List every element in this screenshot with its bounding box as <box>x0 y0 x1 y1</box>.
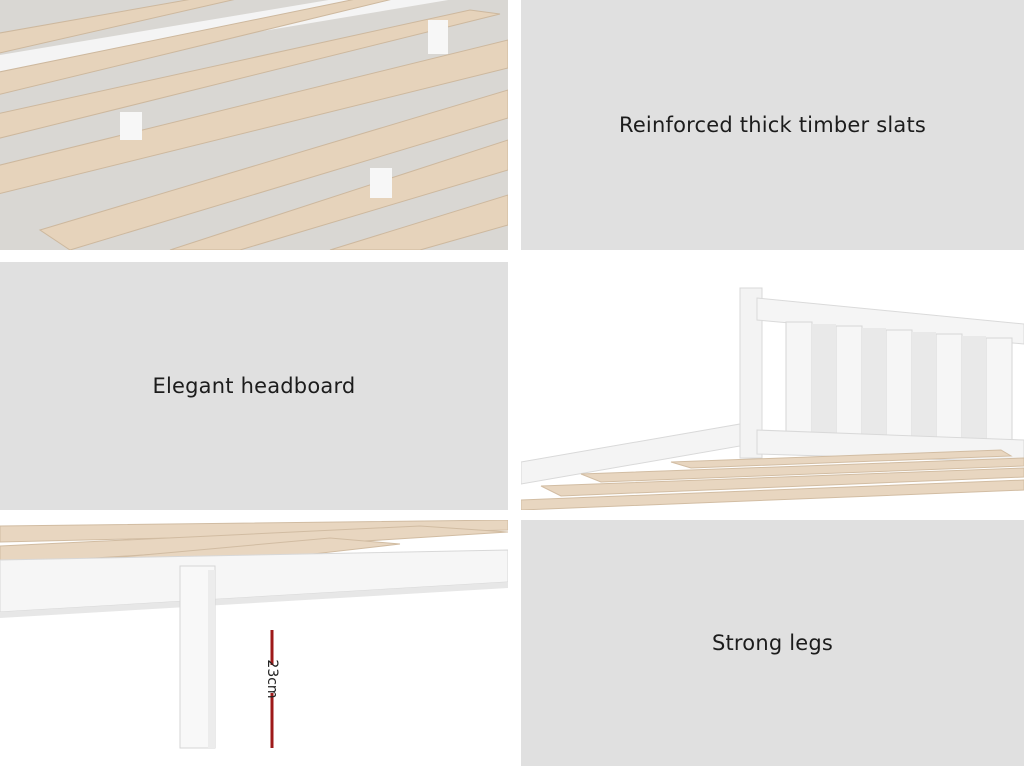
caption-headboard: Elegant headboard <box>152 374 356 398</box>
legs-illustration <box>0 520 508 766</box>
headboard-illustration <box>521 262 1024 510</box>
caption-slats: Reinforced thick timber slats <box>618 113 927 137</box>
caption-panel-headboard: Elegant headboard <box>0 262 508 510</box>
photo-slats-closeup <box>0 0 508 250</box>
caption-legs: Strong legs <box>711 631 834 655</box>
photo-legs: 23cm <box>0 520 508 766</box>
photo-headboard <box>521 262 1024 510</box>
slats-illustration <box>0 0 508 250</box>
leg-height-label: 23cm <box>251 659 293 699</box>
caption-panel-legs: Strong legs <box>521 520 1024 766</box>
caption-panel-slats: Reinforced thick timber slats <box>521 0 1024 250</box>
